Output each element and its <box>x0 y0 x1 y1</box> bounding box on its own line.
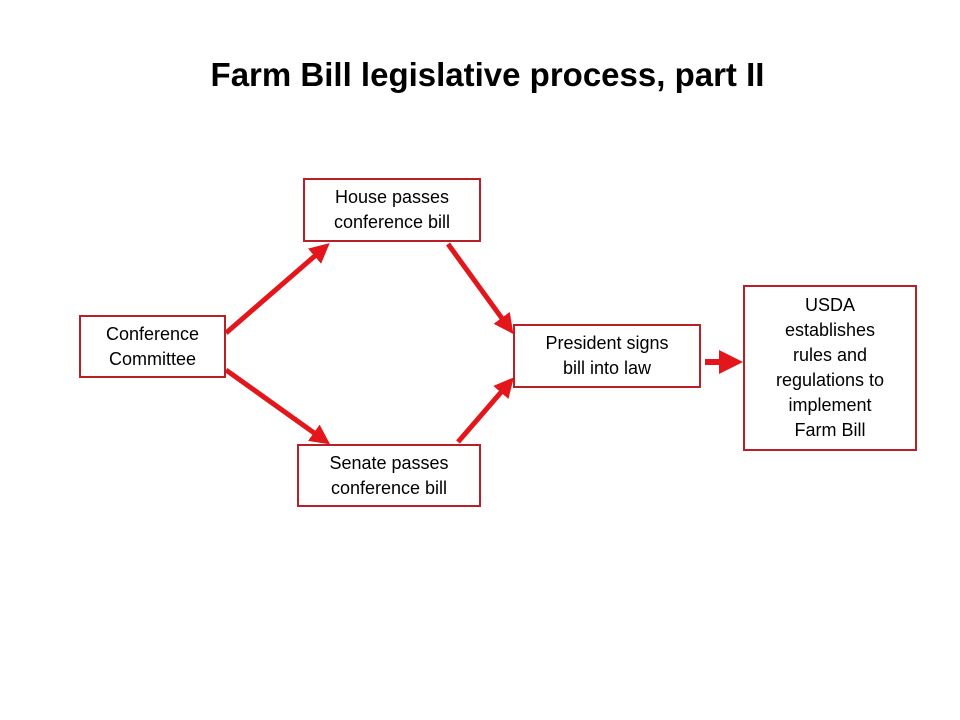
slide-title: Farm Bill legislative process, part II <box>210 56 765 93</box>
node-senate-passes: Senate passes conference bill <box>297 444 481 507</box>
node-conference-committee: Conference Committee <box>79 315 226 378</box>
arrow-conference-to-house <box>224 243 330 335</box>
arrow-conference-to-senate <box>224 367 331 445</box>
node-president-signs: President signs bill into law <box>513 324 701 388</box>
arrow-senate-to-president <box>456 377 514 444</box>
node-house-passes: House passes conference bill <box>303 178 481 242</box>
node-usda-establishes: USDA establishes rules and regulations t… <box>743 285 917 451</box>
arrow-house-to-president <box>445 242 514 335</box>
